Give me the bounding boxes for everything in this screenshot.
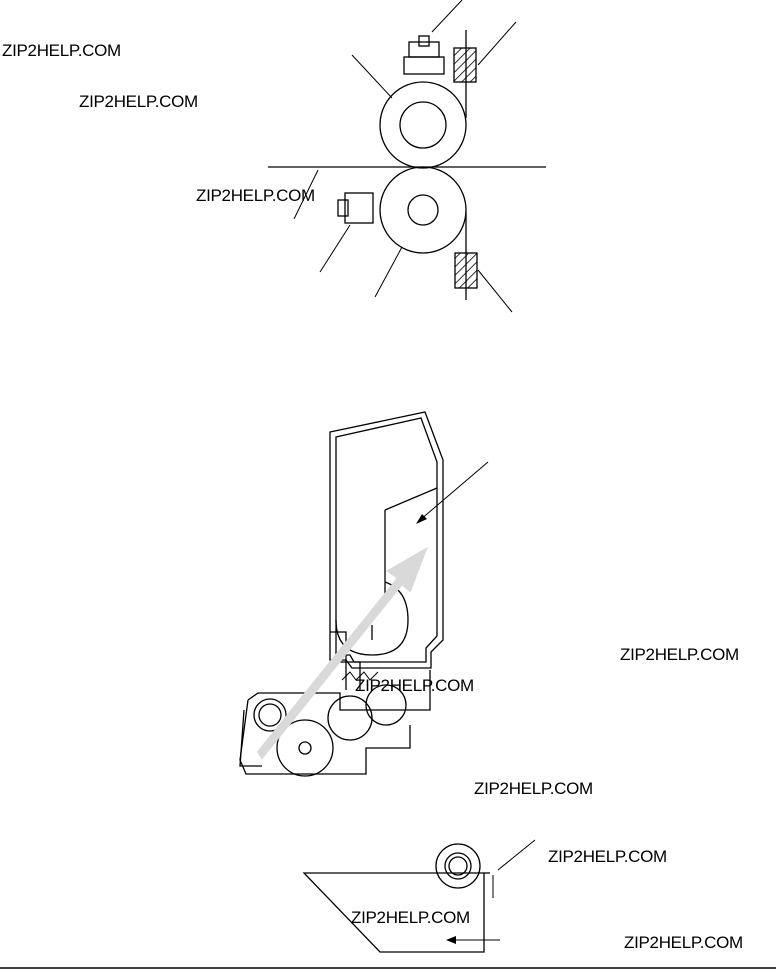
watermark-text: ZIP2HELP.COM	[620, 645, 739, 664]
leader-line	[293, 169, 319, 220]
roller-pair-figure	[268, 0, 546, 313]
upper-roller	[379, 81, 467, 169]
leader-line	[351, 54, 393, 99]
drum-roller	[276, 719, 334, 777]
lower-frame	[239, 699, 411, 775]
watermark-text: ZIP2HELP.COM	[355, 676, 474, 695]
leader-arrowhead	[446, 936, 456, 944]
lower-roller	[379, 166, 467, 254]
drum-roller-shaft	[298, 741, 312, 755]
frame-bracket	[330, 631, 347, 690]
leader-line	[477, 21, 517, 66]
pickup-roller	[435, 843, 481, 889]
small-roller	[253, 698, 287, 732]
lower-hatched-block	[454, 252, 478, 289]
lower-roller-shaft	[407, 194, 439, 226]
spring	[341, 671, 379, 681]
lower-frame-edge	[239, 709, 262, 767]
upper-hatched-block	[453, 47, 477, 83]
watermark-text: ZIP2HELP.COM	[351, 908, 470, 927]
leader-line	[431, 0, 463, 33]
watermark-text: ZIP2HELP.COM	[79, 92, 198, 111]
frame-bracket	[340, 661, 361, 690]
lower-frame	[247, 670, 431, 711]
mid-roller	[327, 695, 373, 741]
leader-line	[374, 246, 403, 298]
watermark-text: ZIP2HELP.COM	[2, 41, 121, 60]
watermark-text: ZIP2HELP.COM	[474, 779, 593, 798]
upper-mid-roller	[365, 684, 407, 726]
watermark-text: ZIP2HELP.COM	[624, 933, 743, 952]
pickup-roller-core	[444, 852, 472, 880]
watermark-text: ZIP2HELP.COM	[196, 186, 315, 205]
leader-line	[319, 224, 351, 273]
cartridge-figure	[239, 411, 489, 777]
watermark-text: ZIP2HELP.COM	[548, 847, 667, 866]
flow-arrow	[256, 546, 428, 760]
leader-line	[497, 839, 536, 871]
tray-outline	[302, 872, 485, 953]
lower-sensor	[337, 192, 374, 224]
small-roller-core	[258, 703, 282, 727]
leader-arrowhead	[416, 514, 427, 524]
upper-sensor	[403, 35, 445, 75]
pickup-roller-shaft	[448, 856, 468, 876]
upper-roller-core	[399, 101, 447, 149]
tray-figure	[302, 839, 536, 953]
cartridge-housing-inner	[335, 417, 438, 663]
cartridge-housing	[329, 411, 444, 669]
compartment-edge	[384, 487, 438, 511]
leader-line	[419, 461, 489, 521]
leader-line	[477, 269, 513, 313]
